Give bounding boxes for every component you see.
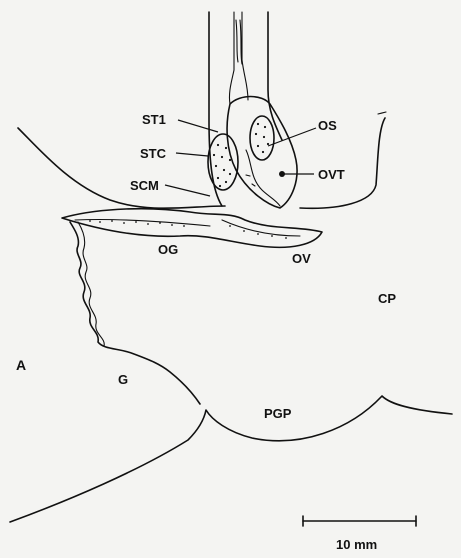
scale-bar-label: 10 mm xyxy=(336,537,377,552)
stc-stipple xyxy=(213,144,231,187)
label-st1: ST1 xyxy=(142,112,166,127)
label-scm: SCM xyxy=(130,178,159,193)
label-cp: CP xyxy=(378,291,396,306)
label-ovt: OVT xyxy=(318,167,345,182)
os-oval xyxy=(250,116,274,160)
label-g: G xyxy=(118,372,128,387)
lower-body-outline xyxy=(10,396,452,522)
stc-oval xyxy=(208,134,238,190)
label-pgp: PGP xyxy=(264,406,292,421)
label-stc: STC xyxy=(140,146,167,161)
scale-bar: 10 mm xyxy=(303,516,416,552)
label-panel-letter: A xyxy=(16,357,26,373)
label-os: OS xyxy=(318,118,337,133)
gut-wavy-line xyxy=(70,222,200,404)
seminal-region xyxy=(208,97,297,209)
leader-lines xyxy=(165,120,316,196)
label-og: OG xyxy=(158,242,178,257)
right-inner-curve xyxy=(378,112,386,114)
left-outer-curve xyxy=(18,128,225,208)
gland-complex xyxy=(62,209,322,248)
ovt-marker xyxy=(279,171,285,177)
central-column xyxy=(209,12,282,206)
label-ov: OV xyxy=(292,251,311,266)
right-outer-curve xyxy=(300,118,385,208)
os-stipple xyxy=(255,123,269,153)
